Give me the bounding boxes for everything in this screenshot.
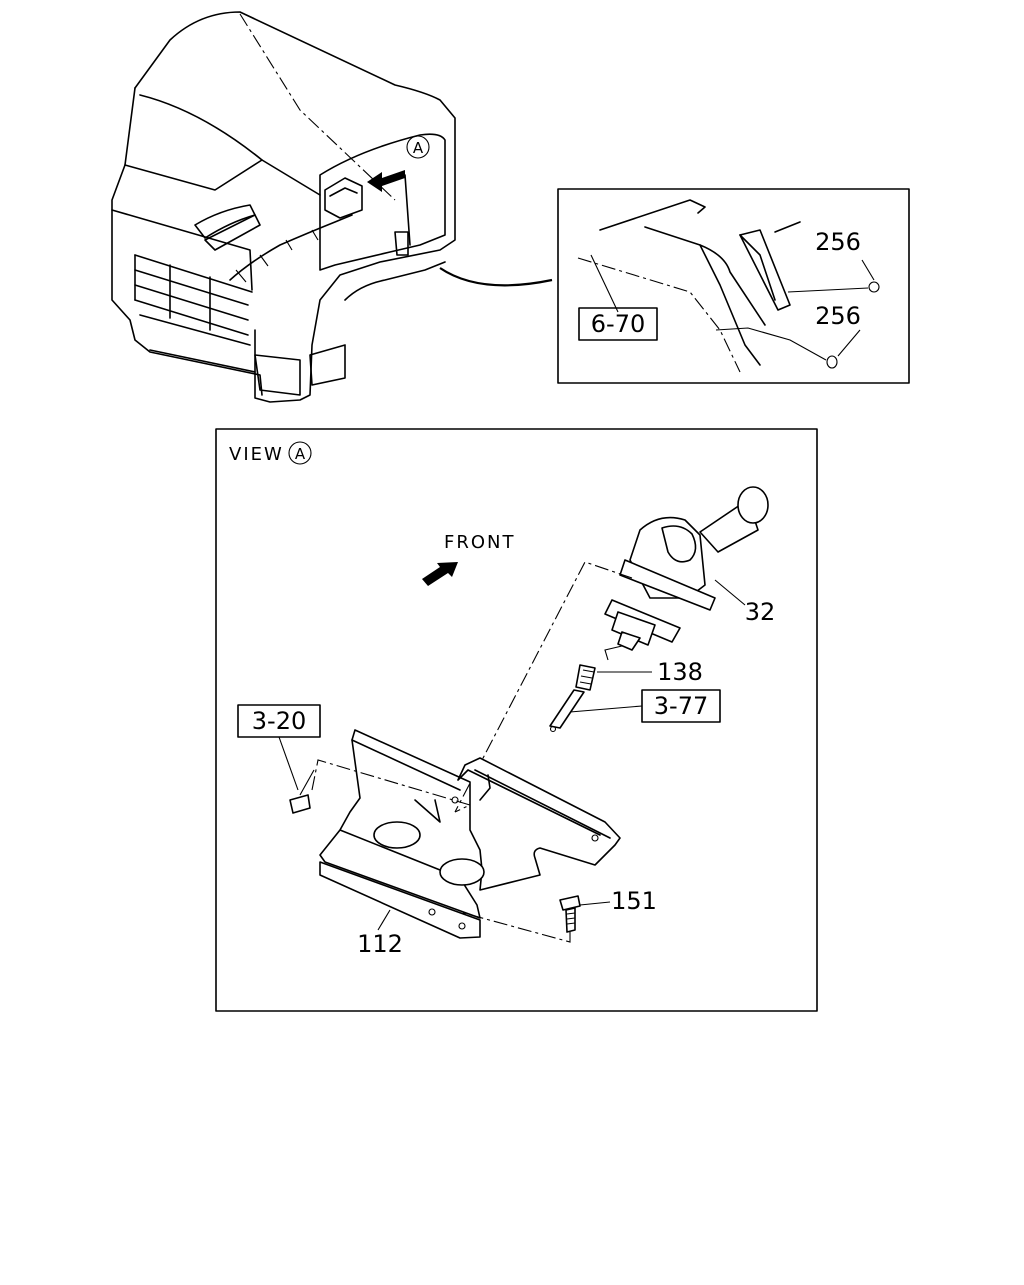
ref-3-77-box [641,689,721,723]
view-a-panel: VIEW A FRONT 32 138 3-77 [215,428,818,1012]
part-32-label: 32 [745,598,776,626]
valve-assembly [604,486,769,651]
ref-3-77-label: 3-77 [654,692,708,720]
ref-6-70-label: 6-70 [591,310,645,338]
detail-inset-frame [557,188,910,384]
hose-segment [549,689,585,729]
clip-256-lower-icon [826,355,838,369]
part-138-label: 138 [657,658,703,686]
fitting-138 [575,664,596,691]
view-a-marker-letter: A [413,139,424,157]
view-a-marker-icon [406,135,430,159]
view-title-marker-icon [288,441,312,465]
bolt-3-20 [289,794,311,814]
ref-6-70-box [578,307,658,341]
view-title: VIEW [229,444,284,465]
detail-pointer-arrow [439,267,553,287]
part-112-label: 112 [357,930,403,958]
front-arrow-icon [422,562,458,586]
front-label: FRONT [444,532,516,553]
bolt-151 [559,895,581,911]
part-256-lower-label: 256 [815,302,861,330]
truck-cab-illustration: A [111,11,456,403]
part-256-upper-label: 256 [815,228,861,256]
view-a-arrow-icon [367,170,405,192]
part-151-label: 151 [611,887,657,915]
bracket-112 [319,729,621,939]
view-a-frame [215,428,818,1012]
ref-3-20-label: 3-20 [252,707,306,735]
clip-256-upper-icon [868,281,880,293]
view-title-marker-letter: A [295,445,306,463]
harness-detail-inset: 6-70 256 256 [557,188,910,384]
